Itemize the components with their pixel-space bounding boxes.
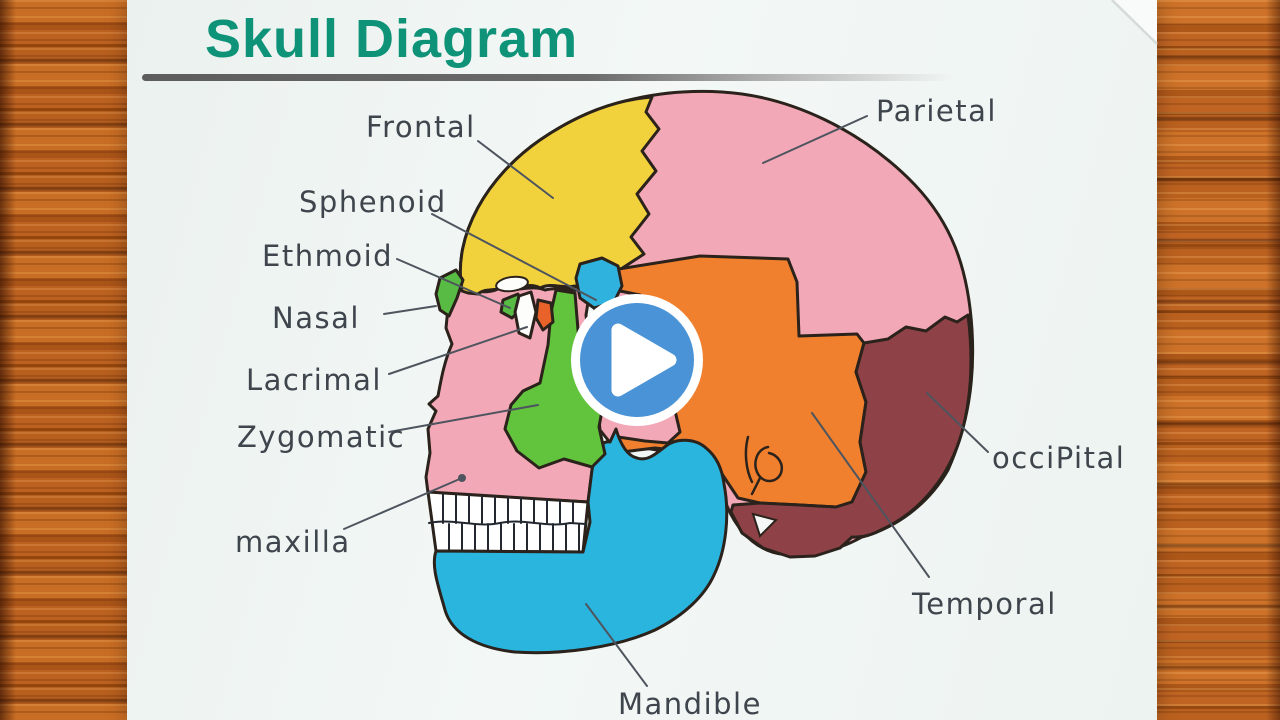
leader-occipital (926, 392, 989, 453)
mastoid-notch (751, 512, 778, 538)
orbit-wedge-detail (534, 298, 555, 332)
label-sphenoid: Sphenoid (299, 185, 447, 219)
leader-zygomatic (388, 404, 539, 433)
label-temporal: Temporal (911, 587, 1057, 621)
leader-lacrimal (388, 326, 528, 375)
supraorbital-detail (495, 275, 529, 293)
wood-background-right (1157, 0, 1280, 720)
leader-nasal (383, 305, 437, 315)
label-nasal: Nasal (272, 301, 360, 335)
leader-frontal (477, 140, 554, 199)
play-icon (611, 323, 677, 397)
occipital-bone-region (729, 313, 973, 559)
leader-lines (343, 115, 989, 687)
leader-maxilla-dot (458, 474, 466, 482)
page-title: Skull Diagram (205, 9, 579, 69)
leader-maxilla (343, 477, 463, 530)
teeth (426, 490, 590, 554)
nasal-bone-region (434, 268, 465, 318)
label-zygomatic: Zygomatic (237, 420, 405, 454)
label-maxilla: maxilla (235, 525, 351, 559)
title-underline (142, 74, 952, 81)
wood-background-left (0, 0, 127, 720)
ear-canal-detail (744, 435, 783, 496)
label-lacrimal: Lacrimal (246, 363, 382, 397)
leader-parietal (762, 115, 868, 164)
play-button[interactable] (571, 294, 703, 426)
paper-fold-crease (1111, 0, 1158, 45)
frontal-bone-region (458, 95, 661, 296)
label-mandible: Mandible (618, 687, 762, 720)
mandible-bone-region (432, 427, 729, 655)
leader-mandible (585, 603, 648, 687)
leader-temporal (811, 412, 930, 578)
lacrimal-bone-region (513, 290, 538, 340)
label-occipital: occiPital (992, 441, 1125, 475)
bone-labels: Frontal Sphenoid Ethmoid Nasal Lacrimal … (235, 94, 1125, 720)
label-frontal: Frontal (366, 110, 476, 144)
label-parietal: Parietal (876, 94, 997, 128)
leader-ethmoid (396, 258, 511, 309)
label-ethmoid: Ethmoid (262, 239, 393, 273)
leader-sphenoid (431, 213, 597, 301)
